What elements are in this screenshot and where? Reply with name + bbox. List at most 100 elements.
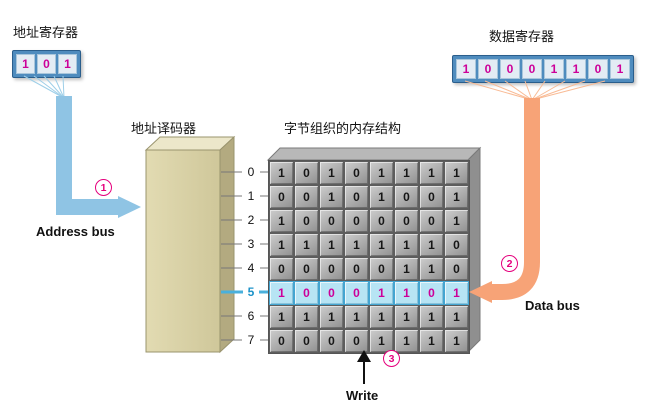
step-1-badge: 1 <box>95 179 112 196</box>
data-register-bit-1: 0 <box>478 59 498 79</box>
memory-cell-r1c5: 0 <box>394 185 419 209</box>
data-register-bit-4: 1 <box>544 59 564 79</box>
memory-cell-r4c5: 1 <box>394 257 419 281</box>
memory-row-label-2: 2 <box>243 212 259 228</box>
memory-row-label-0: 0 <box>243 164 259 180</box>
memory-cell-r2c2: 0 <box>319 209 344 233</box>
address-register-bit-1: 0 <box>37 54 56 74</box>
memory-cell-r4c4: 0 <box>369 257 394 281</box>
memory-cell-r3c6: 1 <box>419 233 444 257</box>
memory-cell-r2c6: 0 <box>419 209 444 233</box>
address-register-bit-2: 1 <box>58 54 77 74</box>
memory-cell-r2c5: 0 <box>394 209 419 233</box>
memory-cell-r2c7: 1 <box>444 209 469 233</box>
memory-cell-r7c3: 0 <box>344 329 369 353</box>
memory-cell-r4c6: 1 <box>419 257 444 281</box>
memory-cell-r0c7: 1 <box>444 161 469 185</box>
data-register-bit-0: 1 <box>456 59 476 79</box>
data-register-bit-5: 1 <box>566 59 586 79</box>
memory-cell-r7c2: 0 <box>319 329 344 353</box>
memory-cell-r4c3: 0 <box>344 257 369 281</box>
memory-cell-r6c1: 1 <box>294 305 319 329</box>
memory-cell-r4c7: 0 <box>444 257 469 281</box>
memory-cell-r0c4: 1 <box>369 161 394 185</box>
address-register-title: 地址寄存器 <box>13 25 79 40</box>
data-register-bit-2: 0 <box>500 59 520 79</box>
memory-cell-r6c3: 1 <box>344 305 369 329</box>
memory-cell-r7c0: 0 <box>269 329 294 353</box>
memory-cell-r6c5: 1 <box>394 305 419 329</box>
memory-row-label-1: 1 <box>243 188 259 204</box>
memory-cell-r4c0: 0 <box>269 257 294 281</box>
memory-cell-r7c1: 0 <box>294 329 319 353</box>
data-register-bit-7: 1 <box>610 59 630 79</box>
memory-cell-r2c3: 0 <box>344 209 369 233</box>
decoder-title: 地址译码器 <box>131 121 197 136</box>
memory-row-label-5: 5 <box>243 284 259 300</box>
memory-cell-r7c5: 1 <box>394 329 419 353</box>
memory-cell-r5c0: 1 <box>269 281 294 305</box>
memory-cell-r3c3: 1 <box>344 233 369 257</box>
memory-cell-r6c2: 1 <box>319 305 344 329</box>
write-label: Write <box>346 388 379 403</box>
memory-cell-r1c3: 0 <box>344 185 369 209</box>
data-register-title: 数据寄存器 <box>489 29 555 44</box>
memory-cell-r6c0: 1 <box>269 305 294 329</box>
memory-cell-r0c6: 1 <box>419 161 444 185</box>
memory-cell-r3c5: 1 <box>394 233 419 257</box>
memory-cell-r7c4: 1 <box>369 329 394 353</box>
memory-cell-r5c1: 0 <box>294 281 319 305</box>
memory-cell-r5c6: 0 <box>419 281 444 305</box>
data-register-bit-6: 0 <box>588 59 608 79</box>
address-bus-arrow <box>56 96 141 218</box>
write-arrow <box>357 350 371 384</box>
memory-cell-r5c4: 1 <box>369 281 394 305</box>
memory-row-label-7: 7 <box>243 332 259 348</box>
data-bus-arrow <box>469 98 540 303</box>
memory-row-label-6: 6 <box>243 308 259 324</box>
memory-cell-r7c6: 1 <box>419 329 444 353</box>
memory-cell-r6c4: 1 <box>369 305 394 329</box>
memory-cell-r3c7: 0 <box>444 233 469 257</box>
memory-row-label-4: 4 <box>243 260 259 276</box>
memory-cell-r0c3: 0 <box>344 161 369 185</box>
memory-cell-r4c2: 0 <box>319 257 344 281</box>
memory-cell-r3c0: 1 <box>269 233 294 257</box>
memory-cell-r2c0: 1 <box>269 209 294 233</box>
memory-cell-r0c0: 1 <box>269 161 294 185</box>
memory-cell-r3c2: 1 <box>319 233 344 257</box>
memory-cell-r5c3: 0 <box>344 281 369 305</box>
memory-row-label-3: 3 <box>243 236 259 252</box>
address-register-bit-0: 1 <box>16 54 35 74</box>
memory-cell-r1c4: 1 <box>369 185 394 209</box>
memory-cell-r1c1: 0 <box>294 185 319 209</box>
step-2-badge: 2 <box>501 255 518 272</box>
address-bus-label: Address bus <box>36 224 115 239</box>
memory-cell-r1c7: 1 <box>444 185 469 209</box>
data-register-fanout-lines <box>464 80 606 101</box>
data-register-bit-3: 0 <box>522 59 542 79</box>
address-register-fanout-lines <box>23 75 65 99</box>
memory-cell-r1c0: 0 <box>269 185 294 209</box>
memory-cell-r3c4: 1 <box>369 233 394 257</box>
memory-cell-r0c1: 0 <box>294 161 319 185</box>
memory-cell-r0c5: 1 <box>394 161 419 185</box>
memory-cell-r0c2: 1 <box>319 161 344 185</box>
memory-cell-r3c1: 1 <box>294 233 319 257</box>
memory-cell-r1c6: 0 <box>419 185 444 209</box>
step-3-badge: 3 <box>383 350 400 367</box>
memory-cell-r2c4: 0 <box>369 209 394 233</box>
memory-cell-r2c1: 0 <box>294 209 319 233</box>
memory-cell-r1c2: 1 <box>319 185 344 209</box>
address-decoder-box <box>144 135 236 354</box>
memory-title: 字节组织的内存结构 <box>284 121 402 136</box>
data-bus-label: Data bus <box>525 298 580 313</box>
memory-cell-r5c7: 1 <box>444 281 469 305</box>
memory-cell-r4c1: 0 <box>294 257 319 281</box>
memory-cell-r5c2: 0 <box>319 281 344 305</box>
memory-cell-r7c7: 1 <box>444 329 469 353</box>
memory-cell-r5c5: 1 <box>394 281 419 305</box>
